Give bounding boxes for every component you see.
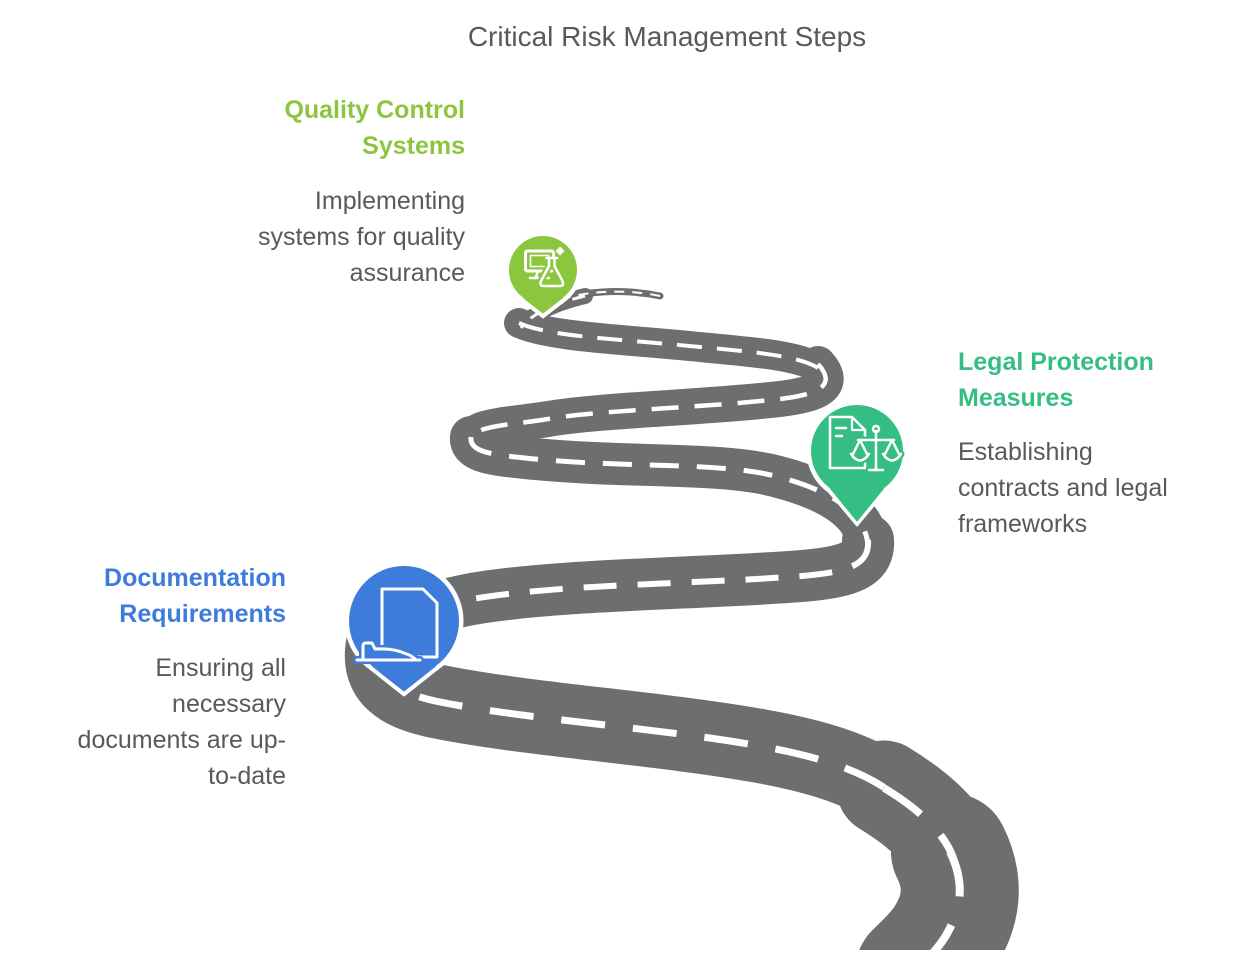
step-heading-quality-control: Quality Control Systems — [135, 92, 465, 164]
page-title: Critical Risk Management Steps — [467, 21, 867, 52]
computer-quality-test-icon — [524, 246, 567, 290]
step-heading-line: Measures — [958, 384, 1074, 412]
step-desc-line: to-date — [208, 762, 286, 790]
step-desc-line: documents are up- — [77, 726, 286, 754]
step-desc-line: frameworks — [958, 510, 1088, 538]
step-description-legal-protection: Establishing contracts and legal framewo… — [958, 434, 1242, 542]
flask-dot — [555, 246, 565, 256]
step-heading-documentation: Documentation Requirements — [0, 560, 286, 632]
step-heading-line: Requirements — [119, 600, 286, 628]
step-desc-line: assurance — [349, 259, 465, 287]
step-description-documentation: Ensuring all necessary documents are up-… — [0, 650, 286, 794]
step-desc-line: Ensuring all — [155, 654, 286, 682]
pin-tip — [523, 297, 563, 314]
pin-tip — [371, 665, 437, 692]
step-desc-line: Establishing — [958, 438, 1093, 466]
document-stamp-icon — [353, 587, 439, 664]
step-heading-line: Quality Control — [284, 96, 465, 124]
step-heading-line: Systems — [362, 132, 465, 160]
road-surface — [344, 288, 1019, 950]
stamp-glyph — [355, 641, 422, 662]
milestone-pin-legal-protection — [806, 400, 908, 527]
milestone-pin-quality-control — [504, 231, 582, 319]
step-heading-line: Documentation — [104, 564, 286, 592]
scales-glyph — [849, 424, 903, 472]
step-desc-line: necessary — [172, 690, 286, 718]
step-heading-legal-protection: Legal Protection Measures — [958, 344, 1242, 416]
pin-tip — [830, 488, 884, 522]
step-heading-line: Legal Protection — [958, 348, 1154, 376]
step-desc-line: contracts and legal — [958, 474, 1168, 502]
flask-glyph — [536, 246, 567, 290]
step-desc-line: Implementing — [314, 187, 465, 215]
road — [344, 288, 1019, 950]
milestone-pin-documentation — [344, 561, 464, 697]
legal-scales-document-icon — [828, 415, 905, 474]
step-desc-line: systems for quality — [257, 223, 465, 251]
step-description-quality-control: Implementing systems for quality assuran… — [135, 183, 465, 291]
